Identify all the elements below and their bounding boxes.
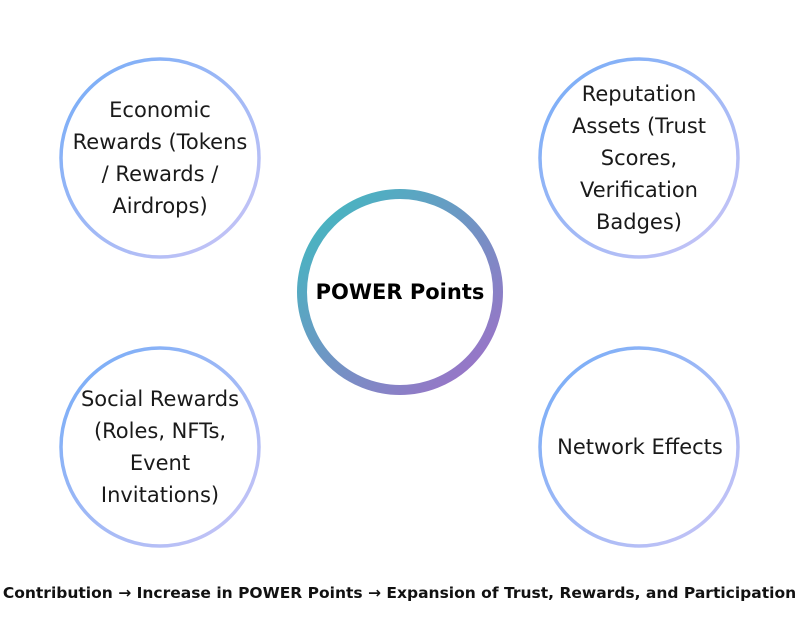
ring-social bbox=[59, 346, 261, 548]
node-label: Economic Rewards (Tokens / Rewards / Air… bbox=[72, 98, 248, 218]
ring-center bbox=[297, 189, 503, 395]
node-reputation-assets: Reputation Assets (Trust Scores, Verific… bbox=[562, 60, 716, 256]
node-economic-rewards: Economic Rewards (Tokens / Rewards / Air… bbox=[70, 60, 250, 256]
ring-reputation bbox=[538, 57, 740, 259]
ring-network bbox=[538, 346, 740, 548]
node-social-rewards: Social Rewards (Roles, NFTs, Event Invit… bbox=[78, 349, 242, 545]
node-label: Network Effects bbox=[557, 435, 723, 459]
flow-caption: Contribution → Increase in POWER Points … bbox=[2, 584, 797, 602]
node-label: Reputation Assets (Trust Scores, Verific… bbox=[571, 82, 707, 234]
center-node: POWER Points bbox=[300, 192, 500, 392]
center-label: POWER Points bbox=[315, 280, 485, 304]
node-network-effects: Network Effects bbox=[545, 349, 735, 545]
node-label: Social Rewards (Roles, NFTs, Event Invit… bbox=[80, 387, 240, 507]
ring-economic bbox=[59, 57, 261, 259]
